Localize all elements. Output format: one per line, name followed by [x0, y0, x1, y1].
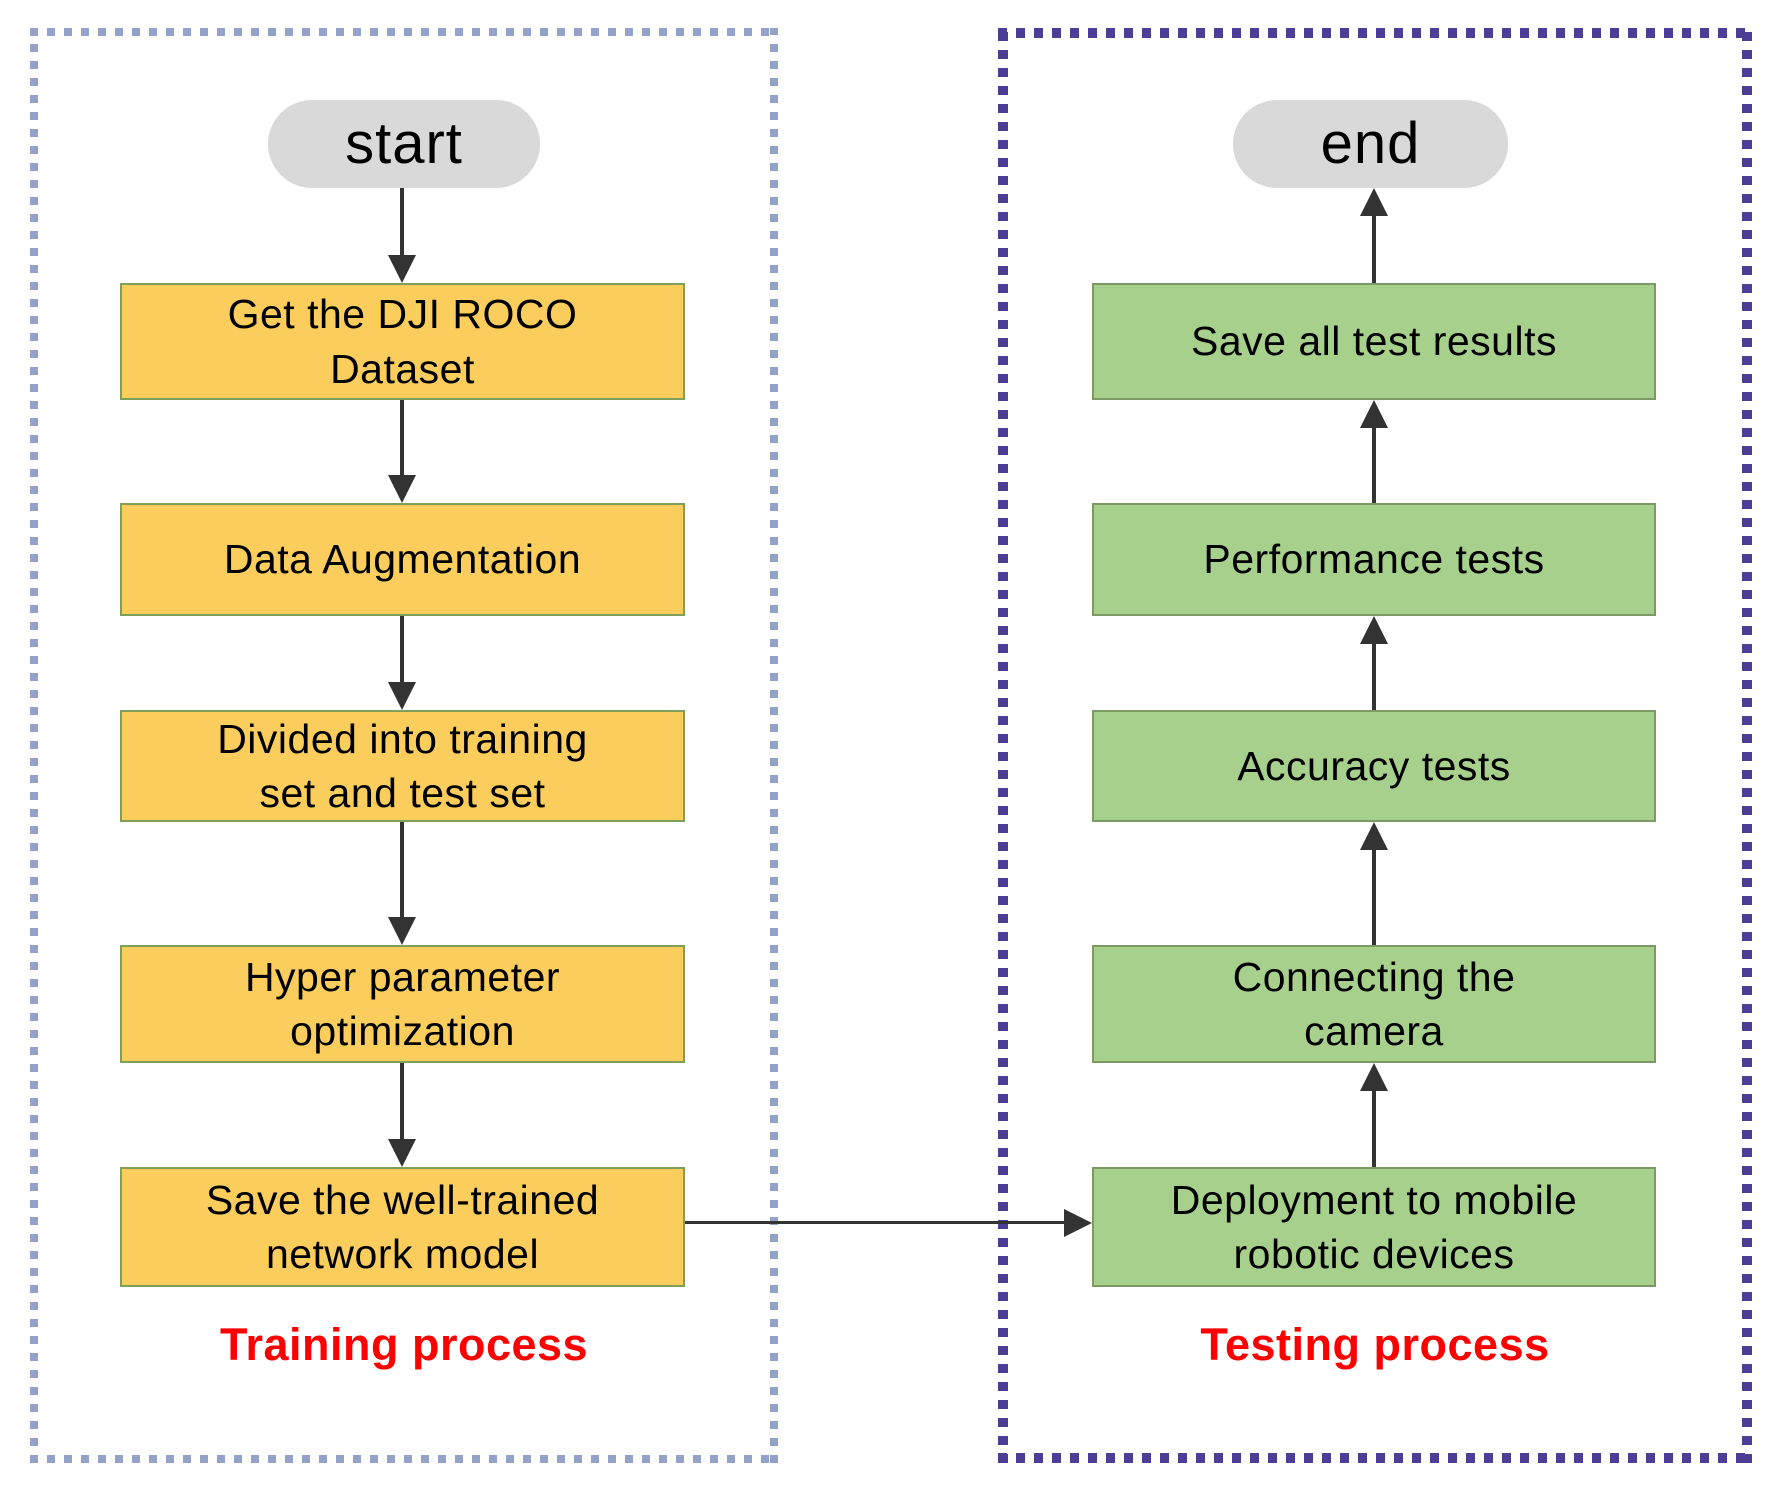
end-terminal: end	[1233, 100, 1508, 188]
arrow-step1-to-step2	[400, 400, 404, 476]
arrowhead-up-icon	[1360, 400, 1388, 428]
arrow-results-to-end	[1372, 215, 1376, 283]
arrowhead-up-icon	[1360, 822, 1388, 850]
arrow-step2-to-step3	[400, 616, 404, 683]
arrowhead-down-icon	[388, 475, 416, 503]
node-deployment-mobile-robots: Deployment to mobile robotic devices	[1092, 1167, 1656, 1287]
arrow-step3-to-step4	[400, 822, 404, 918]
arrowhead-down-icon	[388, 255, 416, 283]
arrow-step4-to-step5	[400, 1063, 404, 1140]
testing-process-caption: Testing process	[1200, 1319, 1550, 1370]
arrow-camera-to-accuracy	[1372, 849, 1376, 945]
start-terminal: start	[268, 100, 540, 188]
node-accuracy-tests: Accuracy tests	[1092, 710, 1656, 822]
arrow-start-to-step1	[400, 188, 404, 256]
arrowhead-up-icon	[1360, 616, 1388, 644]
arrowhead-down-icon	[388, 917, 416, 945]
node-save-trained-model: Save the well-trained network model	[120, 1167, 685, 1287]
arrow-deployment-to-camera	[1372, 1090, 1376, 1167]
arrowhead-down-icon	[388, 1139, 416, 1167]
arrow-training-to-testing	[685, 1221, 1066, 1224]
node-get-dji-roco-dataset: Get the DJI ROCO Dataset	[120, 283, 685, 400]
arrowhead-right-icon	[1064, 1209, 1092, 1237]
node-performance-tests: Performance tests	[1092, 503, 1656, 616]
node-hyper-parameter-optimization: Hyper parameter optimization	[120, 945, 685, 1063]
training-process-caption: Training process	[219, 1319, 589, 1370]
arrowhead-down-icon	[388, 682, 416, 710]
arrow-accuracy-to-performance	[1372, 643, 1376, 710]
node-save-all-test-results: Save all test results	[1092, 283, 1656, 400]
arrowhead-up-icon	[1360, 188, 1388, 216]
node-data-augmentation: Data Augmentation	[120, 503, 685, 616]
arrowhead-up-icon	[1360, 1063, 1388, 1091]
arrow-performance-to-results	[1372, 427, 1376, 503]
node-divided-into-sets: Divided into training set and test set	[120, 710, 685, 822]
node-connecting-camera: Connecting the camera	[1092, 945, 1656, 1063]
